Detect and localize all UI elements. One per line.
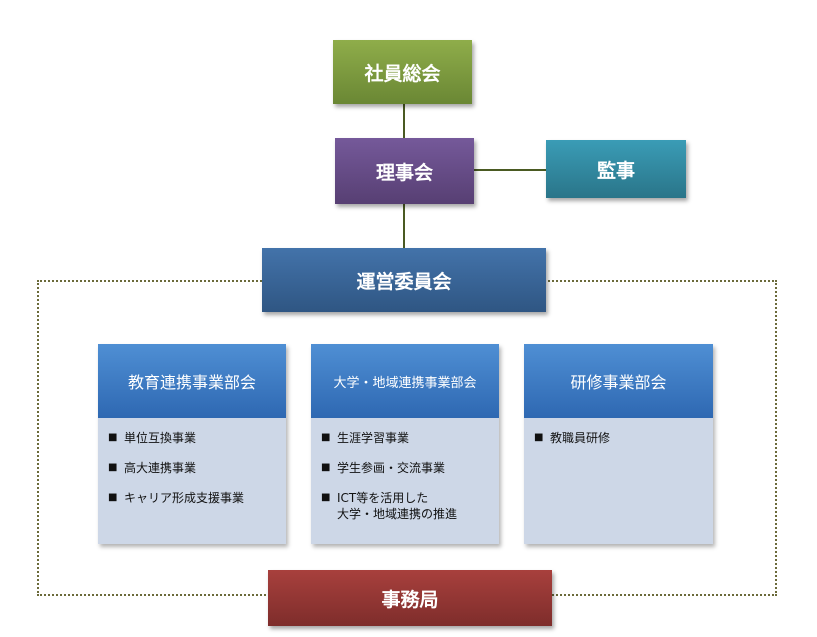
connector-board-committee	[403, 204, 405, 248]
dept-training: 研修事業部会 ■教職員研修	[524, 344, 713, 544]
bullet-icon: ■	[108, 432, 118, 443]
secretariat-box: 事務局	[268, 570, 552, 626]
dept-training-list: ■教職員研修	[524, 418, 713, 446]
general-meeting-label: 社員総会	[364, 62, 441, 85]
bullet-icon: ■	[534, 432, 544, 443]
dept-university-region: 大学・地域連携事業部会 ■生涯学習事業 ■学生参画・交流事業 ■ICT等を活用し…	[311, 344, 499, 544]
dept-education: 教育連携事業部会 ■単位互換事業 ■高大連携事業 ■キャリア形成支援事業	[98, 344, 286, 544]
committee-box: 運営委員会	[262, 248, 546, 312]
bullet-icon: ■	[108, 492, 118, 503]
list-item: ■高大連携事業	[108, 461, 197, 475]
list-item: ■キャリア形成支援事業	[108, 491, 245, 505]
bullet-icon: ■	[321, 492, 331, 503]
bullet-icon: ■	[321, 432, 331, 443]
board-label: 理事会	[375, 161, 433, 184]
connector-top-board	[403, 104, 405, 138]
secretariat-label: 事務局	[381, 588, 439, 611]
list-item: ■教職員研修	[534, 431, 611, 445]
list-item: ■生涯学習事業	[321, 431, 410, 445]
list-item: ■単位互換事業	[108, 431, 197, 445]
dept-university-region-list: ■生涯学習事業 ■学生参画・交流事業 ■ICT等を活用した 大学・地域連携の推進	[311, 418, 499, 522]
auditor-label: 監事	[596, 159, 635, 182]
general-meeting-box: 社員総会	[333, 40, 472, 104]
committee-label: 運営委員会	[356, 270, 452, 293]
bullet-icon: ■	[108, 462, 118, 473]
connector-board-auditor	[474, 169, 546, 171]
auditor-box: 監事	[546, 140, 686, 198]
list-item: ■学生参画・交流事業	[321, 461, 446, 475]
list-item: ■ICT等を活用した 大学・地域連携の推進	[321, 491, 458, 521]
bullet-icon: ■	[321, 462, 331, 473]
dept-university-region-title: 大学・地域連携事業部会	[311, 344, 499, 418]
dept-education-title: 教育連携事業部会	[98, 344, 286, 418]
dept-training-title: 研修事業部会	[524, 344, 713, 418]
dept-education-list: ■単位互換事業 ■高大連携事業 ■キャリア形成支援事業	[98, 418, 286, 506]
board-box: 理事会	[335, 138, 474, 204]
